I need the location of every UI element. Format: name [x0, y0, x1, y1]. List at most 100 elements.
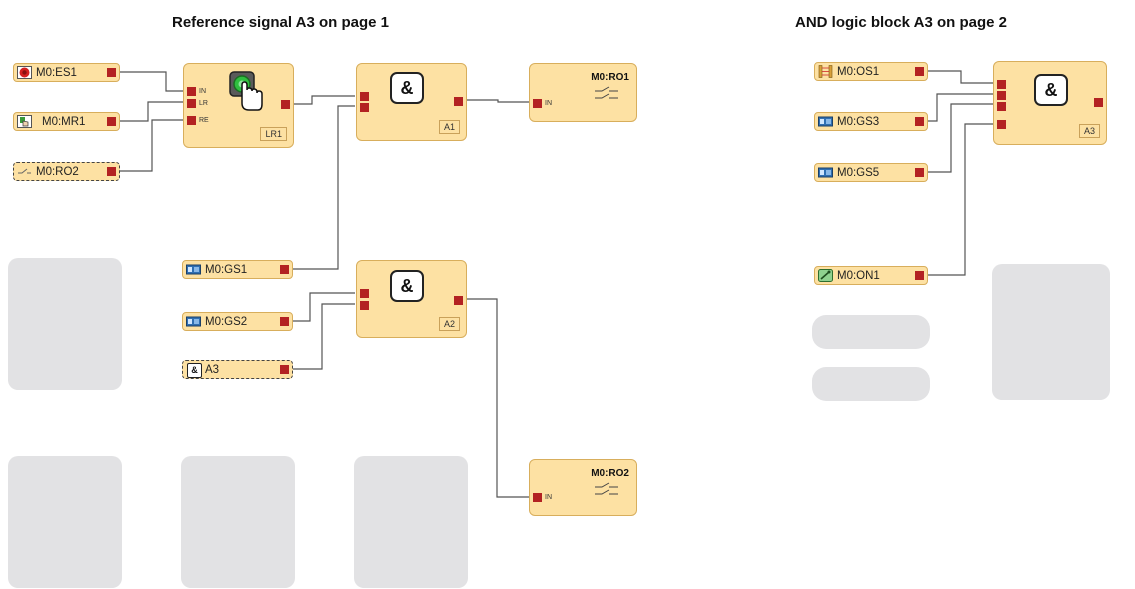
- input-label: M0:MR1: [42, 116, 86, 128]
- pin-label-in: IN: [199, 88, 206, 95]
- input-gs3[interactable]: M0:GS3: [814, 112, 928, 131]
- placeholder-block: [812, 367, 930, 401]
- input-label: M0:ES1: [36, 67, 77, 79]
- placeholder-block: [992, 264, 1110, 400]
- input-pin-1[interactable]: [360, 92, 369, 101]
- input-label: M0:GS1: [205, 264, 248, 276]
- reset-block-lr1[interactable]: IN LR RE LR1: [183, 63, 294, 148]
- input-label: M0:RO2: [36, 166, 79, 178]
- and-symbol: &: [390, 270, 424, 302]
- on-switch-icon: [818, 269, 833, 282]
- block-tag: A1: [438, 120, 460, 134]
- pin-label-in: IN: [545, 100, 552, 107]
- left-title: Reference signal A3 on page 1: [172, 14, 390, 31]
- input-ro2-reference[interactable]: M0:RO2: [13, 162, 120, 181]
- input-pin-in[interactable]: [533, 99, 542, 108]
- input-pin-2[interactable]: [360, 103, 369, 112]
- input-pin-in[interactable]: [533, 493, 542, 502]
- placeholder-block: [181, 456, 295, 588]
- input-pin-2[interactable]: [997, 91, 1006, 100]
- guard-switch-icon: [186, 315, 201, 328]
- and-reference-icon: &: [187, 363, 202, 378]
- output-pin[interactable]: [454, 97, 463, 106]
- output-pin[interactable]: [454, 296, 463, 305]
- and-block-a1[interactable]: & A1: [356, 63, 467, 141]
- wire-on1-to-a3: [925, 123, 994, 276]
- input-gs1[interactable]: M0:GS1: [182, 260, 293, 279]
- output-pin[interactable]: [915, 117, 924, 126]
- input-pin-re[interactable]: [187, 116, 196, 125]
- output-pin[interactable]: [281, 100, 290, 109]
- output-pin[interactable]: [280, 365, 289, 374]
- wire-lr1-to-a1: [289, 95, 355, 105]
- placeholder-block: [812, 315, 930, 349]
- output-pin[interactable]: [915, 67, 924, 76]
- output-pin[interactable]: [280, 265, 289, 274]
- output-block-ro1[interactable]: M0:RO1 IN: [529, 63, 637, 122]
- placeholder-block: [8, 258, 122, 390]
- input-label: M0:GS2: [205, 316, 248, 328]
- and-block-a3[interactable]: & A3: [993, 61, 1107, 145]
- input-pin-3[interactable]: [997, 102, 1006, 111]
- light-curtain-icon: [818, 65, 833, 78]
- emergency-stop-icon: [17, 66, 32, 79]
- wire-es1-to-lr1: [117, 71, 184, 92]
- output-pin[interactable]: [107, 167, 116, 176]
- input-label: M0:ON1: [837, 270, 880, 282]
- input-a3-reference[interactable]: & A3: [182, 360, 293, 379]
- output-pin[interactable]: [1094, 98, 1103, 107]
- relay-output-icon: [594, 482, 620, 498]
- wire-os1-to-a3: [925, 70, 994, 84]
- input-pin-1[interactable]: [997, 80, 1006, 89]
- input-label: A3: [205, 364, 220, 376]
- input-mr1[interactable]: M0:MR1: [13, 112, 120, 131]
- reset-button-hand-icon: [228, 70, 264, 114]
- input-on1[interactable]: M0:ON1: [814, 266, 928, 285]
- block-tag: A3: [1078, 124, 1100, 138]
- guard-switch-icon: [186, 263, 201, 276]
- wire-a2-to-ro2: [461, 298, 530, 498]
- manual-reset-icon: [17, 115, 32, 128]
- wire-a3-to-a2: [288, 303, 355, 370]
- output-pin[interactable]: [915, 271, 924, 280]
- input-label: M0:OS1: [837, 66, 880, 78]
- relay-contact-icon: [17, 165, 32, 178]
- output-pin[interactable]: [107, 68, 116, 77]
- input-pin-2[interactable]: [360, 301, 369, 310]
- output-pin[interactable]: [107, 117, 116, 126]
- wire-gs3-to-a3: [925, 93, 994, 122]
- input-os1[interactable]: M0:OS1: [814, 62, 928, 81]
- wire-mr1-to-lr1: [117, 101, 184, 122]
- input-pin-in[interactable]: [187, 87, 196, 96]
- output-title: M0:RO2: [591, 468, 629, 479]
- block-tag: LR1: [260, 127, 287, 141]
- guard-switch-icon: [818, 166, 833, 179]
- block-tag: A2: [438, 317, 460, 331]
- and-symbol: &: [1034, 74, 1068, 106]
- input-pin-1[interactable]: [360, 289, 369, 298]
- wire-gs5-to-a3: [925, 103, 994, 173]
- wire-a1-to-ro1: [461, 99, 530, 103]
- and-block-a2[interactable]: & A2: [356, 260, 467, 338]
- input-pin-4[interactable]: [997, 120, 1006, 129]
- wire-ro2-to-lr1: [117, 119, 184, 172]
- right-title: AND logic block A3 on page 2: [795, 14, 1007, 31]
- placeholder-block: [354, 456, 468, 588]
- input-pin-lr[interactable]: [187, 99, 196, 108]
- input-gs5[interactable]: M0:GS5: [814, 163, 928, 182]
- pin-label-re: RE: [199, 117, 209, 124]
- wire-gs2-to-a2: [288, 292, 355, 322]
- and-symbol: &: [390, 72, 424, 104]
- placeholder-block: [8, 456, 122, 588]
- pin-label-in: IN: [545, 494, 552, 501]
- input-label: M0:GS3: [837, 116, 880, 128]
- output-pin[interactable]: [915, 168, 924, 177]
- input-es1[interactable]: M0:ES1: [13, 63, 120, 82]
- output-block-ro2[interactable]: M0:RO2 IN: [529, 459, 637, 516]
- input-label: M0:GS5: [837, 167, 880, 179]
- pin-label-lr: LR: [199, 100, 208, 107]
- input-gs2[interactable]: M0:GS2: [182, 312, 293, 331]
- output-pin[interactable]: [280, 317, 289, 326]
- guard-switch-icon: [818, 115, 833, 128]
